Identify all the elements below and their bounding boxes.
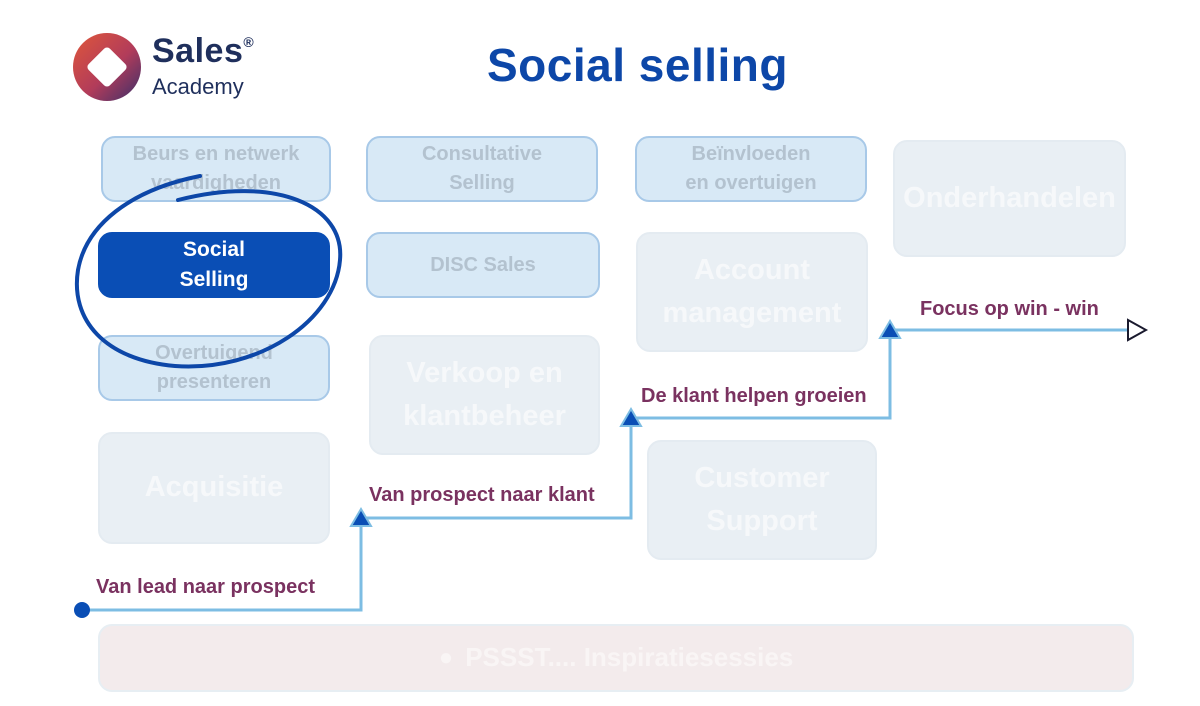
card-label: Beurs en netwerk vaardigheden bbox=[132, 143, 300, 194]
card-customer-support[interactable]: Customer Support bbox=[647, 440, 877, 560]
card-label: Overtuigend presenteren bbox=[155, 342, 273, 393]
banner-label: PSSST.... Inspiratiesessies bbox=[465, 642, 794, 673]
card-disc-sales[interactable]: DISC Sales bbox=[366, 232, 600, 298]
start-dot bbox=[74, 602, 90, 618]
card-beurs-netwerk[interactable]: Beurs en netwerk vaardigheden bbox=[101, 136, 331, 202]
step-marker-icon bbox=[619, 407, 643, 427]
card-label: Onderhandelen bbox=[903, 181, 1116, 214]
card-label: Social Selling bbox=[179, 237, 249, 291]
speech-bubble-icon: ● bbox=[438, 643, 454, 671]
card-label: Customer Support bbox=[694, 461, 830, 538]
card-label: Verkoop en klantbeheer bbox=[403, 356, 566, 433]
step-label-3: De klant helpen groeien bbox=[641, 385, 867, 407]
card-beinvloeden[interactable]: Beïnvloeden en overtuigen bbox=[635, 136, 867, 202]
inspiratiesessies-banner[interactable]: ● PSSST.... Inspiratiesessies bbox=[98, 624, 1134, 692]
card-verkoop-klantbeheer[interactable]: Verkoop en klantbeheer bbox=[369, 335, 600, 455]
card-label: Consultative Selling bbox=[421, 143, 543, 194]
card-onderhandelen[interactable]: Onderhandelen bbox=[893, 140, 1126, 257]
brand-name: Sales® bbox=[152, 32, 255, 70]
logo-diamond-icon bbox=[73, 33, 141, 101]
card-label: Beïnvloeden en overtuigen bbox=[685, 143, 817, 194]
end-arrow-icon bbox=[1127, 318, 1149, 342]
brand-subtitle: Academy bbox=[152, 74, 244, 99]
card-label: Account management bbox=[662, 253, 842, 330]
step-marker-icon bbox=[878, 319, 902, 339]
page-title: Social selling bbox=[487, 39, 788, 91]
card-label: DISC Sales bbox=[430, 253, 536, 276]
card-label: Acquisitie bbox=[144, 471, 284, 504]
card-overtuigend-presenteren[interactable]: Overtuigend presenteren bbox=[98, 335, 330, 401]
card-consultative-selling[interactable]: Consultative Selling bbox=[366, 136, 598, 202]
card-account-management[interactable]: Account management bbox=[636, 232, 868, 352]
card-social-selling[interactable]: Social Selling bbox=[98, 232, 330, 298]
card-acquisitie[interactable]: Acquisitie bbox=[98, 432, 330, 544]
sales-academy-logo: Sales® Academy bbox=[72, 30, 272, 106]
step-label-2: Van prospect naar klant bbox=[369, 484, 595, 506]
step-label-1: Van lead naar prospect bbox=[96, 576, 315, 598]
step-label-4: Focus op win - win bbox=[920, 298, 1099, 320]
step-marker-icon bbox=[349, 507, 373, 527]
